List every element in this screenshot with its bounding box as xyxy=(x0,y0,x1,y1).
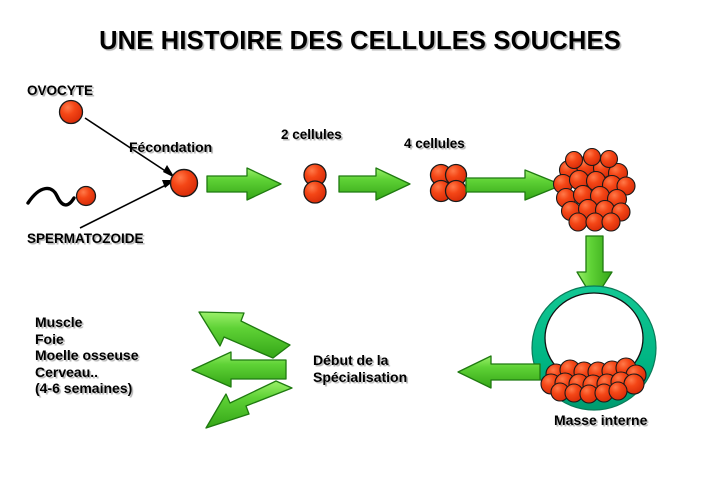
inner-cell-mass xyxy=(540,357,647,404)
sperm-icon xyxy=(26,185,97,207)
two-cell-icon xyxy=(303,163,327,204)
label-two-cells: 2 cellules xyxy=(281,127,342,142)
ovocyte-cell-icon xyxy=(58,99,84,125)
arrow-left-icon-down xyxy=(205,380,293,429)
four-cell-icon xyxy=(429,163,468,203)
label-tissue-list: Muscle Foie Moelle osseuse Cerveau.. (4-… xyxy=(35,314,139,397)
arrow-left-icon-up xyxy=(198,311,291,359)
page-title: UNE HISTOIRE DES CELLULES SOUCHES xyxy=(99,27,621,55)
blastocyst-icon xyxy=(531,285,657,411)
label-spermatozoide: SPERMATOZOIDE xyxy=(27,231,144,246)
label-ovocyte: OVOCYTE xyxy=(27,83,94,98)
arrow-right-icon-2 xyxy=(338,167,411,201)
arrow-right-icon-1 xyxy=(206,167,282,201)
zygote-cell-icon xyxy=(169,168,199,198)
arrow-left-icon-2 xyxy=(191,351,287,388)
arrow-right-icon-3 xyxy=(465,169,563,201)
arrow-left-icon-1 xyxy=(457,355,541,389)
label-fecondation: Fécondation xyxy=(129,139,213,155)
morula-icon xyxy=(552,147,636,232)
label-four-cells: 4 cellules xyxy=(404,136,465,151)
fecondation-arrow-lines xyxy=(79,117,175,229)
label-debut-specialisation: Début de la Spécialisation xyxy=(313,352,408,385)
label-masse-interne: Masse interne xyxy=(554,412,648,428)
arrow-down-icon xyxy=(576,235,613,301)
